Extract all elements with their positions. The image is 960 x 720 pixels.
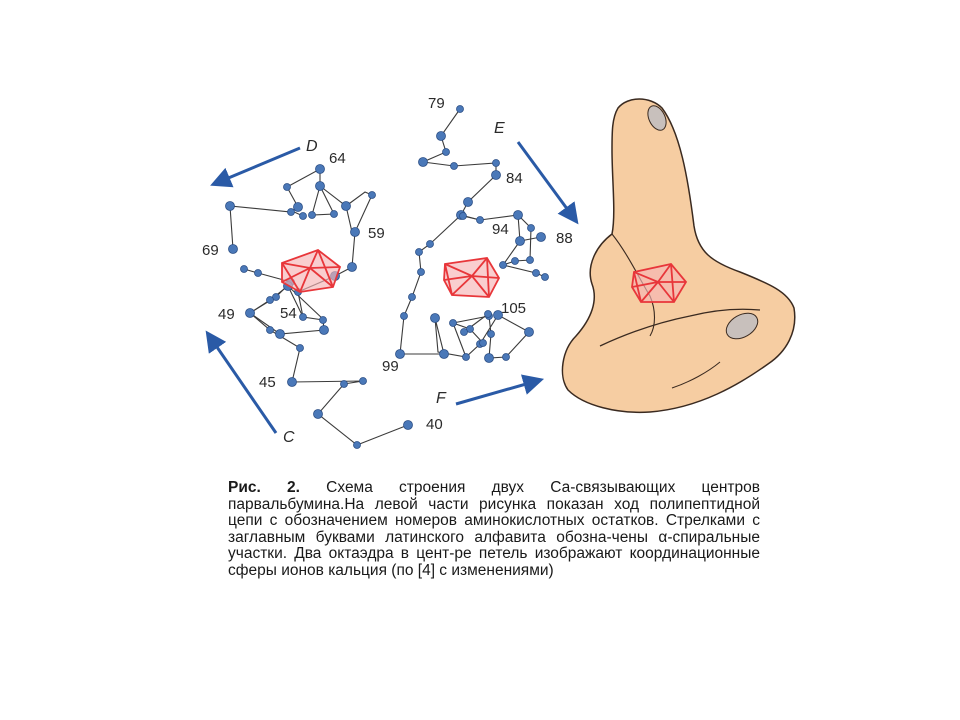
helix-label-d: D [306, 138, 318, 155]
residue-label-94: 94 [492, 221, 509, 238]
residue-label-99: 99 [382, 358, 399, 375]
backbone-right [399, 108, 546, 359]
helix-label-e: E [494, 120, 505, 137]
helix-c-arrow [205, 330, 278, 434]
thumb-nail [725, 312, 759, 340]
figure-number: Рис. 2. [228, 479, 300, 496]
figure-caption: Рис. 2. Схема строения двух Са-связывающ… [228, 479, 760, 579]
index-nail [647, 105, 667, 131]
residue-nodes [225, 105, 549, 449]
residue-label-79: 79 [428, 95, 445, 112]
residue-label-59: 59 [368, 225, 385, 242]
thumb-crease [599, 308, 761, 347]
residue-labels: 79 64 84 59 94 88 69 49 54 105 99 45 40 [202, 95, 573, 433]
helix-d-arrow [210, 146, 301, 188]
helix-label-f: F [436, 390, 447, 407]
calcium-octahedron-left [281, 248, 342, 293]
helix-labels: D E C F [283, 120, 505, 446]
residue-label-105: 105 [501, 300, 526, 317]
calcium-octahedron-middle [443, 257, 501, 298]
parvalbumin-figure: 79 64 84 59 94 88 69 49 54 105 99 45 40 … [202, 95, 796, 449]
hand-shape [561, 98, 796, 414]
residue-label-54: 54 [280, 305, 297, 322]
residue-label-64: 64 [329, 150, 346, 167]
residue-label-69: 69 [202, 242, 219, 259]
residue-label-84: 84 [506, 170, 523, 187]
residue-label-45: 45 [259, 374, 276, 391]
helix-e-arrow [516, 141, 579, 225]
residue-label-88: 88 [556, 230, 573, 247]
calcium-octahedron-hand [631, 263, 688, 303]
helix-arrows [205, 141, 579, 434]
helix-label-c: C [283, 429, 295, 446]
hand-illustration [561, 98, 796, 414]
residue-label-40: 40 [426, 416, 443, 433]
knuckle-crease [671, 361, 721, 389]
helix-f-arrow [455, 374, 545, 406]
caption-text: Схема строения двух Са-связывающих центр… [228, 479, 760, 579]
residue-label-49: 49 [218, 306, 235, 323]
